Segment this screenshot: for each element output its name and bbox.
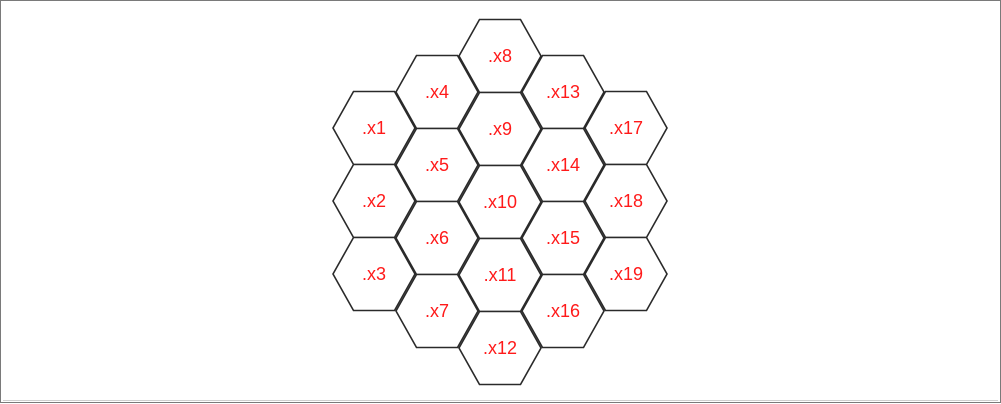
hexagon-label-x9: .x9	[488, 119, 512, 139]
hexagon-label-x14: .x14	[546, 155, 580, 175]
hexagon-label-x17: .x17	[609, 118, 643, 138]
hexagon-label-x4: .x4	[425, 82, 449, 102]
label-layer: .x1 .x2 .x3 .x4 .x5 .x6 .x7 .x8 .x9 .x10 .x11 .x12.…	[362, 46, 643, 358]
hexagon-label-x10: .x10	[483, 192, 517, 212]
hexagon-label-x5: .x5	[425, 155, 449, 175]
hexagon-layer	[332, 18, 668, 386]
hexagon-label-x11: .x11	[484, 265, 517, 285]
hexagon-x7	[395, 273, 479, 349]
hexagon-x19	[584, 236, 668, 312]
hexagon-label-x15: .x15	[546, 228, 580, 248]
hexagon-label-x1: .x1	[362, 118, 386, 138]
hexagon-label-x19: .x19	[609, 264, 643, 284]
hexagon-x3	[332, 236, 416, 312]
hexagon-label-x16: .x16	[546, 301, 580, 321]
hexagon-label-x18: .x18	[609, 191, 643, 211]
hexagon-x16	[521, 273, 605, 349]
hexagon-x12	[458, 310, 542, 386]
hexagon-label-x6: .x6	[425, 228, 449, 248]
hexagon-label-x2: .x2	[362, 191, 386, 211]
hexagon-label-x3: .x3	[362, 264, 386, 284]
hexagon-label-x8: .x8	[488, 46, 512, 66]
hexagon-label-x12: .x12	[483, 338, 517, 358]
hexagon-label-x7: .x7	[425, 301, 449, 321]
hexagon-label-x13: .x13	[546, 82, 580, 102]
